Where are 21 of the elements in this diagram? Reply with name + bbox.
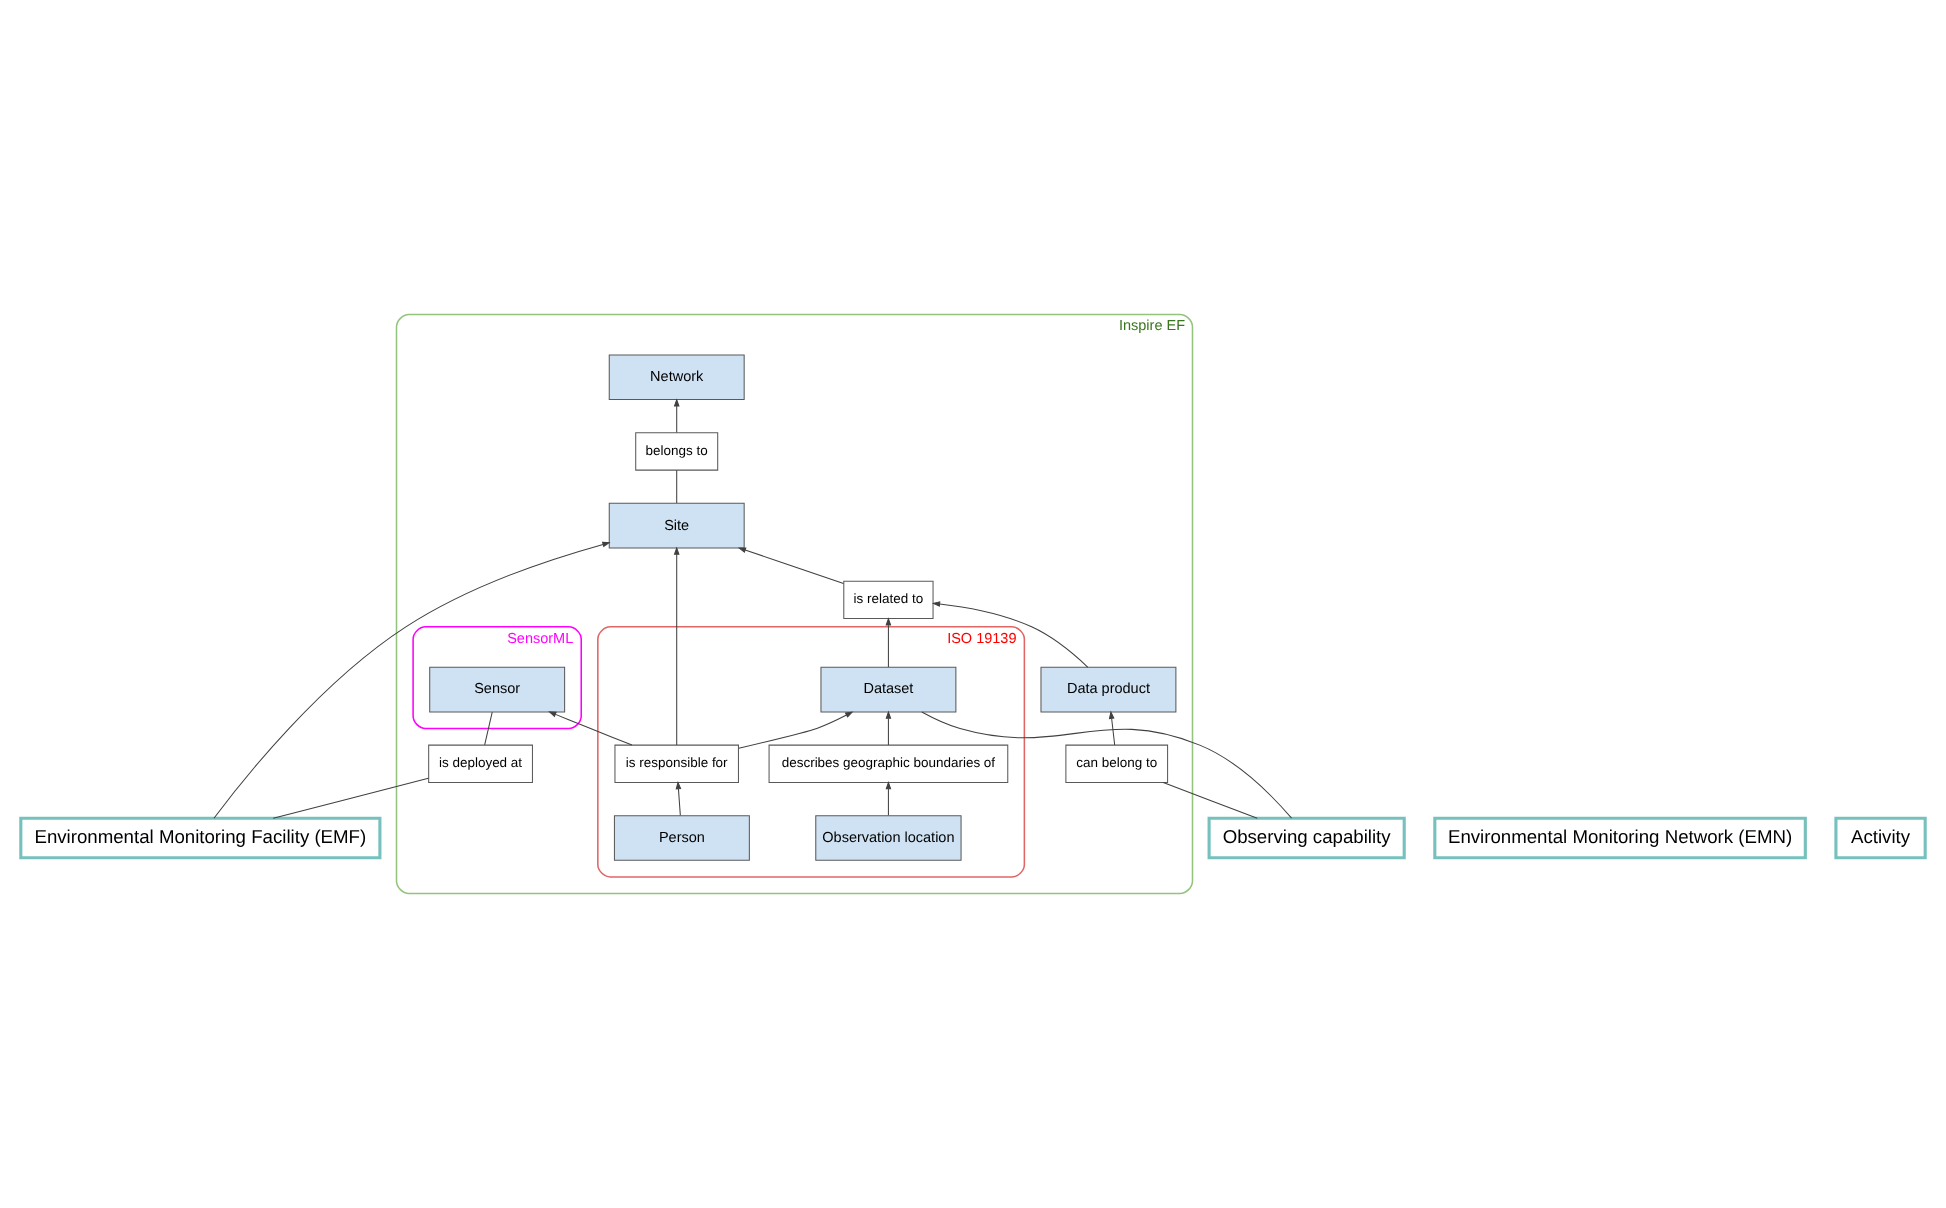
arrow [673, 546, 680, 746]
arrow [931, 601, 1089, 668]
arrow [737, 547, 845, 585]
arrow [675, 781, 682, 816]
arrow [1108, 710, 1116, 746]
connector [484, 711, 493, 746]
arrow [673, 398, 680, 434]
node-box: Environmental Monitoring Network (EMN) [1433, 816, 1807, 860]
node-box: Activity [1834, 816, 1927, 860]
connector [272, 777, 429, 819]
connector [921, 711, 1293, 819]
arrow [548, 711, 633, 746]
arrow [885, 617, 892, 668]
arrow [885, 781, 892, 816]
arrow [213, 541, 611, 819]
arrow [885, 710, 892, 746]
node-box: Observing capability [1207, 816, 1406, 860]
node-box: Environmental Monitoring Facility (EMF) [19, 816, 382, 860]
connector [676, 469, 678, 504]
connector [1162, 782, 1258, 819]
arrow [738, 711, 854, 749]
